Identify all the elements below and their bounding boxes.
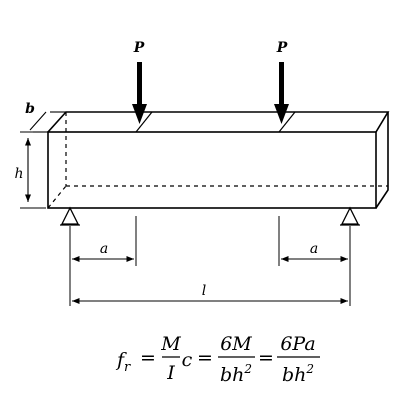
formula-lhs-base: f [115,349,127,371]
formula-eq2: = [197,347,213,369]
height-dimension [20,131,46,209]
formula-eq1: = [140,347,156,369]
formula-lhs-sub: r [124,360,131,375]
dim-a-right-label: a [310,241,318,257]
dim-span-label: l [202,283,206,299]
formula-frac3-den-sup: 2 [305,362,314,376]
load-line-right [278,111,296,133]
formula-frac1-den: I [166,362,175,384]
height-label: h [14,166,23,182]
formula-frac2-den-base: bh [220,364,244,386]
load-label-left: P [133,40,145,56]
formula: fr = M I c = 6M bh2 = 6Pa bh2 [115,333,320,386]
load-label-right: P [276,40,288,56]
dim-a-left-label: a [100,241,108,257]
beam-hidden-edges [47,112,388,209]
formula-frac2-num: 6M [220,333,252,355]
formula-frac3-den-base: bh [282,364,306,386]
formula-eq3: = [258,347,274,369]
beam-right-face [375,112,389,209]
load-line-left [135,111,153,133]
formula-frac2-den: bh2 [220,362,252,386]
load-arrow-right [274,62,289,124]
width-label: b [25,101,35,117]
load-arrow-left [132,62,147,124]
formula-c: c [182,349,193,371]
beam-top-face [47,111,390,133]
formula-frac1-num: M [160,333,181,355]
formula-lhs: fr [115,349,131,375]
formula-frac2-den-sup: 2 [243,362,252,376]
formula-frac3-num: 6Pa [280,333,315,355]
width-dimension [29,111,66,133]
beam [47,111,390,209]
support-right [340,206,360,226]
support-left [60,206,80,226]
extension-lines [69,216,351,306]
beam-front-face [47,131,377,209]
formula-frac3-den: bh2 [282,362,314,386]
